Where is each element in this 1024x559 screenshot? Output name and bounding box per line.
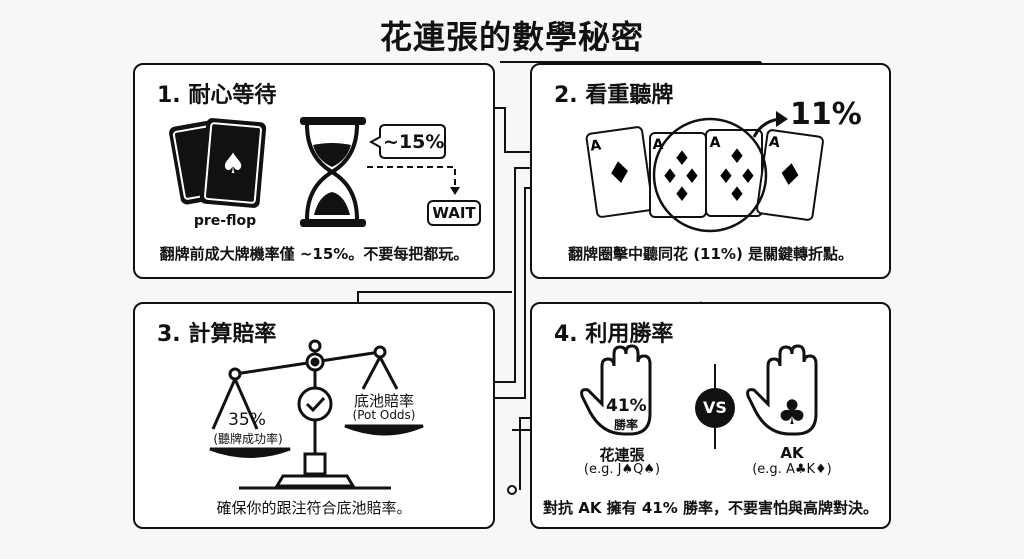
bubble-percent: ~15% xyxy=(383,131,445,153)
panel-title: 4. 利用勝率 xyxy=(554,322,674,347)
panel-title: 2. 看重聽牌 xyxy=(554,83,674,108)
panel-patience: 1. 耐心等待 ♠ ~15% WAIT pre-flop 翻牌前成大牌機率僅 ~… xyxy=(133,63,495,279)
card-ace-diamonds-icon: A♦ xyxy=(756,129,824,221)
win-rate-percent: 41% xyxy=(606,396,647,416)
svg-text:♦: ♦ xyxy=(774,156,806,194)
panel-caption: 確保你的跟注符合底池賠率。 xyxy=(216,499,412,517)
balance-scale-icon xyxy=(209,339,424,490)
svg-text:♦: ♦ xyxy=(604,154,636,192)
card-diamonds-icon: A♦♦♦♦ xyxy=(705,129,763,217)
preflop-label: pre-flop xyxy=(193,213,257,229)
pot-odds-sub: (Pot Odds) xyxy=(352,408,416,422)
card-ace-diamonds-icon: A♦ xyxy=(585,126,654,218)
hourglass-icon xyxy=(300,117,366,227)
card-back-spade-icon: ♠ xyxy=(199,118,267,208)
svg-text:♦: ♦ xyxy=(728,182,746,206)
svg-text:A: A xyxy=(768,134,781,151)
svg-text:♦: ♦ xyxy=(717,164,735,188)
svg-text:♦: ♦ xyxy=(683,164,701,188)
vs-label: VS xyxy=(703,398,727,417)
wait-badge: WAIT xyxy=(432,204,476,222)
highlight-circle xyxy=(652,117,768,233)
panel-title: 1. 耐心等待 xyxy=(157,83,277,108)
svg-text:♠: ♠ xyxy=(220,147,245,180)
suited-connector-name: 花連張 xyxy=(599,446,645,464)
panel-draws: 2. 看重聽牌 A♦ A♦♦♦♦ A♦♦♦♦ A♦ 11% 翻牌圈擊中聽同花 (… xyxy=(530,63,891,279)
svg-text:A: A xyxy=(710,135,721,151)
panel-caption: 對抗 AK 擁有 41% 勝率，不要害怕與高牌對決。 xyxy=(542,499,879,517)
page-title: 花連張的數學秘密 xyxy=(379,18,644,56)
panel-title: 3. 計算賠率 xyxy=(157,322,277,347)
panel-caption: 翻牌前成大牌機率僅 ~15%。不要每把都玩。 xyxy=(159,245,469,263)
svg-text:♦: ♦ xyxy=(739,164,757,188)
cards-hourglass-illustration: ♠ xyxy=(169,117,481,227)
vs-circle xyxy=(695,388,735,428)
svg-text:A: A xyxy=(589,137,602,154)
draw-success-label: (聽牌成功率) xyxy=(213,432,283,446)
card-diamonds-icon: A♦♦♦♦ xyxy=(649,132,707,218)
flush-percent: 11% xyxy=(790,97,862,132)
diamond-cards-illustration: A♦ A♦♦♦♦ A♦♦♦♦ A♦ xyxy=(585,111,824,233)
panel-pot-odds: 3. 計算賠率 35% (聽牌成功率) 底池賠率 (Pot Odds) 確保你的… xyxy=(133,302,495,529)
svg-text:♦: ♦ xyxy=(661,164,679,188)
ak-name: AK xyxy=(780,444,804,462)
hand-icon xyxy=(580,344,652,436)
svg-text:♦: ♦ xyxy=(673,146,691,170)
hands-vs-illustration: ♣ xyxy=(580,344,818,449)
panel-equity: 4. 利用勝率 ♣ 41% 勝率 VS 花連張 (e.g. J♠Q♠) AK (… xyxy=(530,302,891,529)
pot-odds-label: 底池賠率 xyxy=(353,392,414,410)
ak-example: (e.g. A♣K♦) xyxy=(752,462,832,477)
panel-caption: 翻牌圈擊中聽同花 (11%) 是關鍵轉折點。 xyxy=(567,245,854,263)
club-icon: ♣ xyxy=(777,393,807,433)
svg-text:A: A xyxy=(653,137,664,153)
draw-success-percent: 35% xyxy=(228,410,266,430)
svg-text:♦: ♦ xyxy=(728,144,746,168)
suited-connector-example: (e.g. J♠Q♠) xyxy=(583,462,661,477)
win-rate-label: 勝率 xyxy=(613,418,638,432)
svg-text:♦: ♦ xyxy=(673,182,691,206)
